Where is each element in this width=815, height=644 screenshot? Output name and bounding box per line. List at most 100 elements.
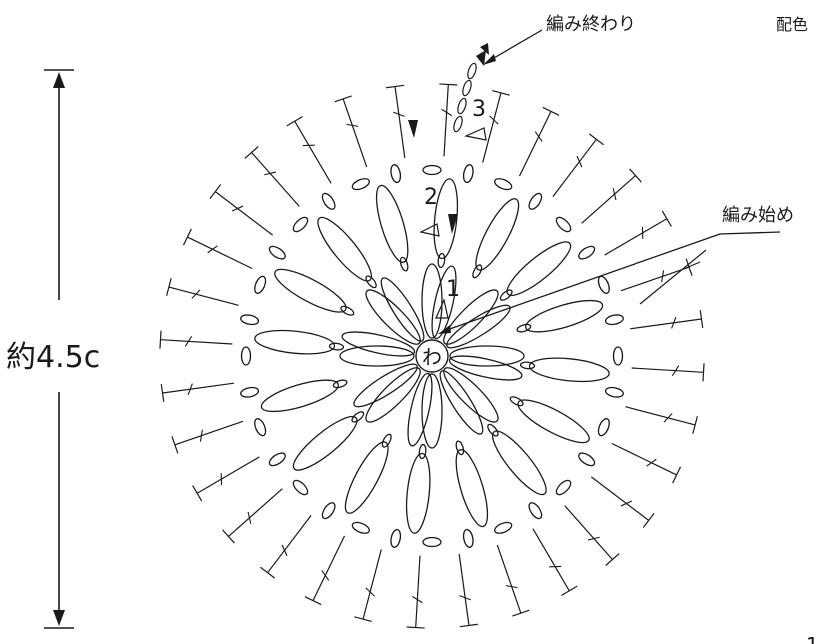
round-2-chain xyxy=(578,245,596,260)
end-arrow xyxy=(483,29,543,65)
round-2-chain xyxy=(462,164,474,184)
treble-post xyxy=(631,367,704,373)
treble-post-cap xyxy=(605,553,620,566)
round-2-arch xyxy=(525,299,604,333)
treble-post-cap xyxy=(182,228,192,246)
round-2-arch xyxy=(274,268,347,313)
round-2-chain xyxy=(494,178,513,191)
treble-post xyxy=(552,138,597,198)
treble-post-bar xyxy=(184,335,193,347)
round-1-petal xyxy=(443,367,499,423)
treble-post xyxy=(415,555,421,628)
round-2-chain xyxy=(240,314,260,326)
treble-post-cap xyxy=(692,416,698,434)
treble-post-bar xyxy=(661,270,665,283)
cut-yarn-marker xyxy=(476,50,486,66)
round-2-arch xyxy=(260,379,339,413)
round-2-chain xyxy=(422,536,442,548)
round-2-arch xyxy=(528,357,610,383)
round-2-chain xyxy=(462,528,474,548)
treble-post-cap xyxy=(702,363,705,382)
round-2-chain xyxy=(612,346,624,366)
treble-post xyxy=(251,152,300,207)
round-2-arch xyxy=(254,329,336,355)
treble-post xyxy=(168,286,239,306)
round-2-arch xyxy=(506,241,572,297)
round-1-chain xyxy=(499,289,513,301)
round-1-chain xyxy=(351,411,365,423)
treble-post xyxy=(196,456,260,494)
round-1-chain xyxy=(472,264,483,279)
round-2-chain xyxy=(268,245,286,260)
treble-post-cap xyxy=(588,133,604,146)
round-2-chain xyxy=(390,528,402,548)
treble-post-bar xyxy=(620,500,633,507)
round-1-chain xyxy=(437,252,446,269)
treble-post xyxy=(611,442,677,476)
treble-post-cap xyxy=(166,278,172,296)
treble-post xyxy=(443,84,449,157)
treble-post-cap xyxy=(629,168,642,183)
treble-post-bar xyxy=(459,595,471,601)
treble-post-bar xyxy=(365,587,375,597)
treble-post-cap xyxy=(386,84,405,89)
treble-post-bar xyxy=(346,123,359,127)
round-2-chain xyxy=(604,386,624,398)
treble-post-cap xyxy=(286,116,303,127)
round-2-chain xyxy=(604,314,624,326)
round-2-chain xyxy=(268,452,286,467)
treble-post xyxy=(620,266,690,292)
round-2-chain xyxy=(254,275,267,294)
end-label: 編み終わり xyxy=(546,14,636,35)
treble-post-bar xyxy=(671,317,677,329)
treble-post xyxy=(630,318,702,330)
treble-post xyxy=(160,339,233,345)
treble-post-bar xyxy=(663,413,673,423)
round-2-chain xyxy=(240,346,252,366)
round-1-petal xyxy=(365,367,421,423)
treble-post-cap xyxy=(642,512,655,528)
treble-post-bar xyxy=(534,131,543,142)
start-label: 編み始め xyxy=(722,205,794,226)
treble-post xyxy=(312,535,346,601)
treble-post xyxy=(581,175,636,224)
yarn-markers xyxy=(408,43,489,234)
round-1-chain xyxy=(519,361,536,370)
treble-post-cap xyxy=(492,90,510,96)
round-2-chain xyxy=(321,502,336,520)
round-2-chain xyxy=(494,521,513,534)
cut-yarn-marker xyxy=(480,43,489,55)
size-label: 約4.5c xyxy=(6,340,100,375)
round-1-petal xyxy=(446,304,511,349)
treble-post-bar xyxy=(576,155,583,168)
treble-post-bar xyxy=(441,108,453,117)
round-1-petal xyxy=(380,277,425,342)
round-1-chain xyxy=(340,305,355,316)
stitch-symbols xyxy=(159,83,705,629)
treble-post-bar xyxy=(247,511,252,524)
treble-post xyxy=(362,549,382,620)
round-1-petal xyxy=(431,265,457,340)
round-1-petal xyxy=(365,289,421,345)
round-2-arch xyxy=(405,452,431,534)
round-2-arch xyxy=(475,198,520,271)
round-2-chain xyxy=(254,418,267,437)
round-number-1: 1 xyxy=(446,277,460,302)
round-1-chain xyxy=(381,433,392,448)
round-2-chain xyxy=(351,521,370,534)
round-number-2: 2 xyxy=(424,185,438,210)
round-1-petal xyxy=(439,370,484,435)
treble-post xyxy=(458,554,470,626)
cut-yarn-marker xyxy=(408,120,418,138)
round-2-chain xyxy=(351,178,370,191)
round-2-arch xyxy=(517,399,590,444)
round-2-arch xyxy=(491,430,547,496)
round-3-direction-marker xyxy=(464,127,487,141)
treble-post xyxy=(625,406,696,426)
round-2-chain xyxy=(292,216,309,233)
treble-post xyxy=(394,86,406,158)
treble-post-bar xyxy=(199,429,203,442)
round-2-arch xyxy=(433,178,459,260)
round-1-chain xyxy=(509,396,524,407)
